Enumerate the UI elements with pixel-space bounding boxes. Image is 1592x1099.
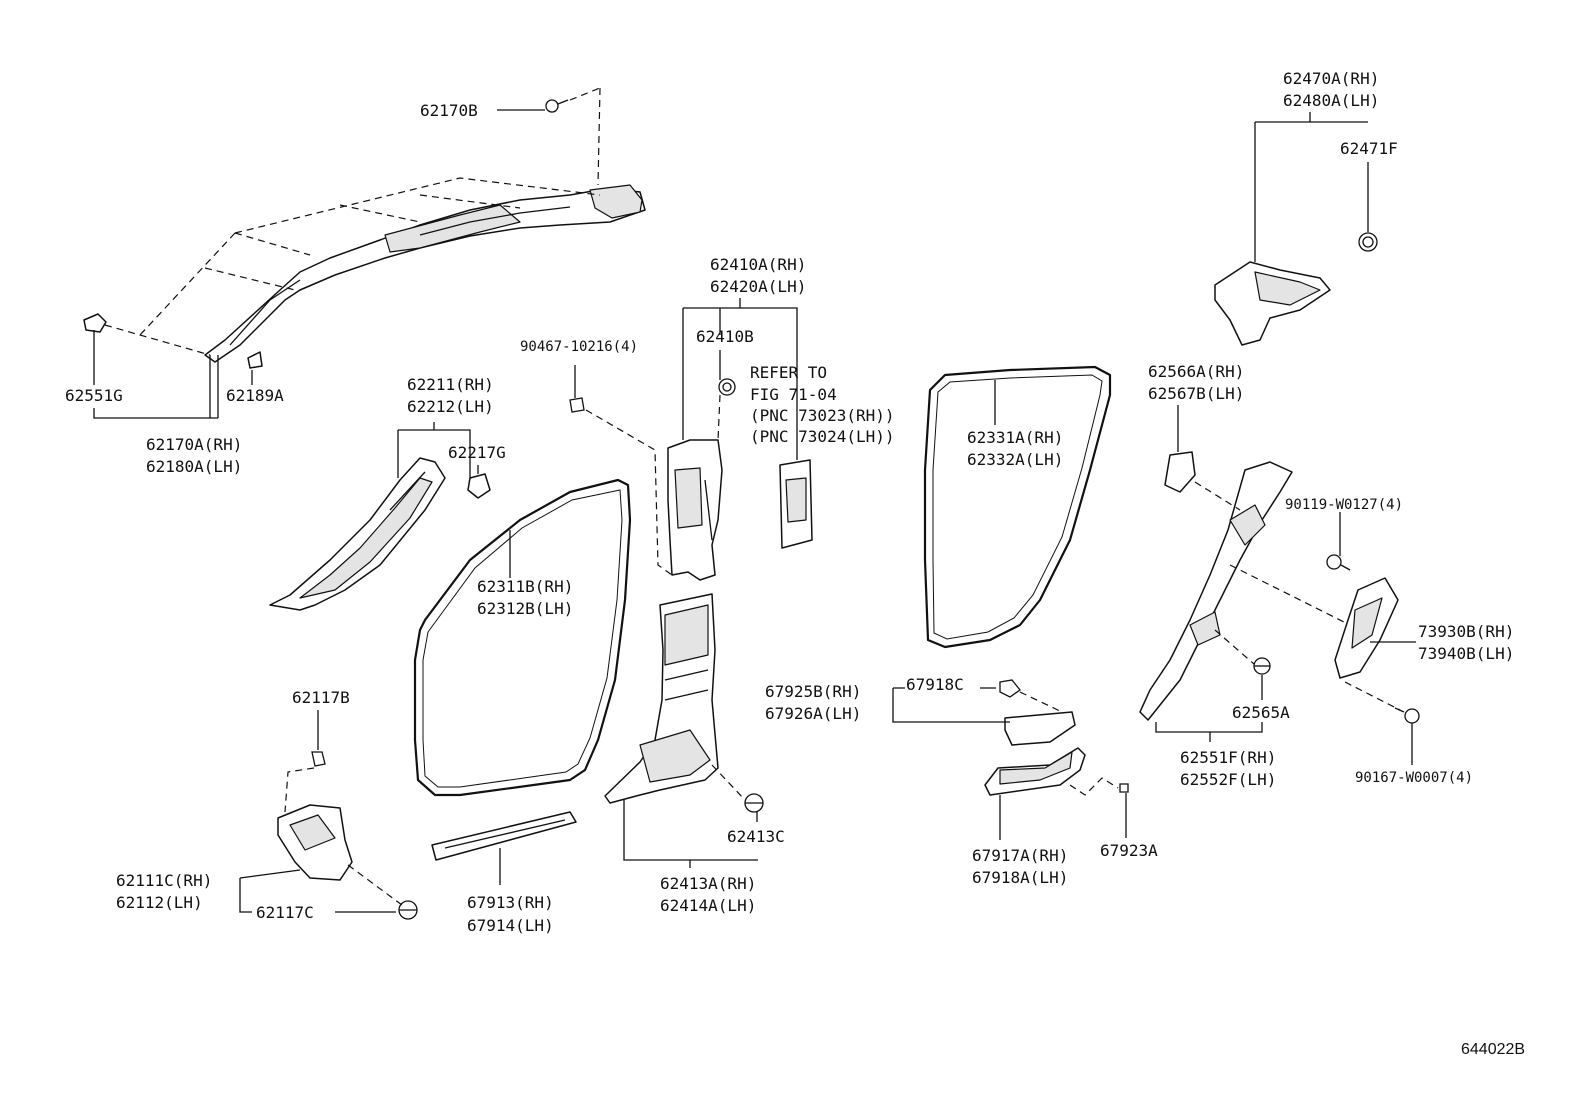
cowl-side-trim[interactable] <box>277 804 353 881</box>
label-67913: 67913(RH) <box>467 893 554 912</box>
clip-62217g[interactable] <box>467 473 491 499</box>
rear-door-weatherstrip[interactable] <box>923 365 1112 649</box>
label-67918a: 67918A(LH) <box>972 868 1068 887</box>
label-67925b: 67925B(RH) <box>765 682 861 701</box>
label-62331a: 62331A(RH) <box>967 428 1063 447</box>
label-62217g: 62217G <box>448 443 506 462</box>
label-62332a: 62332A(LH) <box>967 450 1063 469</box>
clip-67923a[interactable] <box>1119 783 1129 793</box>
quarter-pillar-garnish[interactable] <box>1139 461 1293 721</box>
label-90167: 90167-W0007(4) <box>1355 770 1473 786</box>
center-pillar-upper-garnish[interactable] <box>667 439 723 581</box>
label-73930b: 73930B(RH) <box>1418 622 1514 641</box>
refer-line-3: (PNC 73023(RH)) <box>750 406 895 425</box>
label-62117c: 62117C <box>256 903 314 922</box>
label-62471f: 62471F <box>1340 139 1398 158</box>
clip-67918c[interactable] <box>999 679 1021 698</box>
clip-62551g[interactable] <box>83 313 107 333</box>
clip-62189a[interactable] <box>247 351 263 369</box>
clip-62565a[interactable] <box>1253 657 1271 675</box>
rear-scuff-plate[interactable] <box>984 747 1086 796</box>
label-62211: 62211(RH) <box>407 375 494 394</box>
label-62566a: 62566A(RH) <box>1148 362 1244 381</box>
seat-belt-guide[interactable] <box>1334 577 1399 679</box>
label-67918c: 67918C <box>906 675 964 694</box>
label-62413a: 62413A(RH) <box>660 874 756 893</box>
label-62180a: 62180A(LH) <box>146 457 242 476</box>
label-62414a: 62414A(LH) <box>660 896 756 915</box>
label-62567b: 62567B(LH) <box>1148 384 1244 403</box>
quarter-upper-garnish[interactable] <box>1214 261 1331 346</box>
label-62170a: 62170A(RH) <box>146 435 242 454</box>
label-90467: 90467-10216(4) <box>520 339 638 355</box>
clip-62170b[interactable] <box>545 99 569 113</box>
label-62212: 62212(LH) <box>407 397 494 416</box>
label-62551f: 62551F(RH) <box>1180 748 1276 767</box>
clip-90467[interactable] <box>569 397 585 413</box>
label-62410b: 62410B <box>696 327 754 346</box>
label-67926a: 67926A(LH) <box>765 704 861 723</box>
label-62565a: 62565A <box>1232 703 1290 722</box>
clip-62566a[interactable] <box>1164 451 1196 493</box>
clip-62117b[interactable] <box>311 751 326 767</box>
label-62312b: 62312B(LH) <box>477 599 573 618</box>
label-62410a: 62410A(RH) <box>710 255 806 274</box>
label-62551g: 62551G <box>65 386 123 405</box>
label-62480a: 62480A(LH) <box>1283 91 1379 110</box>
front-scuff-plate[interactable] <box>431 811 577 861</box>
rear-door-scuff-cover[interactable] <box>1004 711 1076 746</box>
clip-62471f[interactable] <box>1358 232 1378 252</box>
label-67917a: 67917A(RH) <box>972 846 1068 865</box>
label-73940b: 73940B(LH) <box>1418 644 1514 663</box>
figure-code: 644022B <box>1461 1041 1525 1058</box>
label-62111c: 62111C(RH) <box>116 871 212 890</box>
label-62170b: 62170B <box>420 101 478 120</box>
label-62311b: 62311B(RH) <box>477 577 573 596</box>
clip-62410b[interactable] <box>718 378 736 396</box>
clip-62413c[interactable] <box>744 793 764 813</box>
refer-line-1: REFER TO <box>750 363 827 382</box>
label-90119: 90119-W0127(4) <box>1285 497 1403 513</box>
bolt-90167[interactable] <box>1394 707 1420 724</box>
clip-62117c[interactable] <box>398 900 418 920</box>
label-62112: 62112(LH) <box>116 893 203 912</box>
bolt-90119[interactable] <box>1326 554 1351 571</box>
label-62552f: 62552F(LH) <box>1180 770 1276 789</box>
label-62189a: 62189A <box>226 386 284 405</box>
label-62420a: 62420A(LH) <box>710 277 806 296</box>
label-62117b: 62117B <box>292 688 350 707</box>
refer-line-2: FIG 71-04 <box>750 385 837 404</box>
roof-side-garnish[interactable] <box>204 184 646 363</box>
label-62470a: 62470A(RH) <box>1283 69 1379 88</box>
seat-belt-adjuster[interactable] <box>779 459 813 549</box>
refer-line-4: (PNC 73024(LH)) <box>750 427 895 446</box>
front-door-weatherstrip[interactable] <box>413 478 632 797</box>
label-67914: 67914(LH) <box>467 916 554 935</box>
front-pillar-garnish[interactable] <box>269 457 446 611</box>
label-62413c: 62413C <box>727 827 785 846</box>
label-67923a: 67923A <box>1100 841 1158 860</box>
center-pillar-lower-garnish[interactable] <box>604 593 719 804</box>
